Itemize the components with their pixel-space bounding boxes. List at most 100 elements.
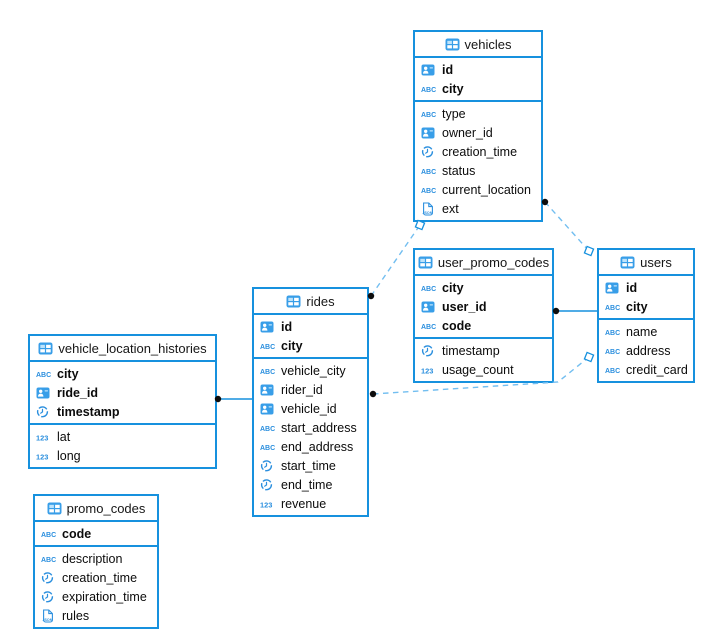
field-row[interactable]: ABC city (415, 79, 541, 98)
field-row[interactable]: creation_time (35, 568, 157, 587)
table-header[interactable]: promo_codes (35, 496, 157, 522)
field-label: description (62, 551, 123, 566)
string-abc-icon: ABC (605, 302, 622, 312)
field-label: city (57, 366, 79, 381)
field-row[interactable]: ride_id (30, 383, 215, 402)
field-row[interactable]: id (254, 317, 367, 336)
string-abc-icon: ABC (421, 283, 438, 293)
string-abc-icon: ABC (421, 185, 438, 195)
field-label: rules (62, 608, 90, 623)
table-title: rides (306, 293, 335, 309)
string-abc-icon: ABC (41, 529, 58, 539)
field-row[interactable]: creation_time (415, 142, 541, 161)
field-row[interactable]: rider_id (254, 380, 367, 399)
svg-text:ABC: ABC (605, 305, 620, 312)
timestamp-clock-icon (41, 590, 58, 603)
field-row[interactable]: id (599, 278, 693, 297)
field-label: owner_id (442, 125, 493, 140)
field-row[interactable]: ABC city (415, 278, 552, 297)
field-label: type (442, 106, 466, 121)
field-row[interactable]: owner_id (415, 123, 541, 142)
table-title: user_promo_codes (437, 254, 550, 270)
field-label: city (442, 280, 464, 295)
table-header[interactable]: user_promo_codes (415, 250, 552, 276)
table-header[interactable]: vehicle_location_histories (30, 336, 215, 362)
field-row[interactable]: vehicle_id (254, 399, 367, 418)
field-label: timestamp (57, 404, 120, 419)
table-header[interactable]: rides (254, 289, 367, 315)
field-row[interactable]: end_time (254, 475, 367, 494)
svg-text:ABC: ABC (421, 286, 436, 293)
svg-text:ABC: ABC (41, 557, 56, 564)
string-abc-icon: ABC (41, 554, 58, 564)
field-label: long (57, 448, 81, 463)
json-document-icon: JSON (41, 608, 58, 623)
field-label: credit_card (626, 362, 688, 377)
field-label: id (626, 280, 638, 295)
field-row[interactable]: ABC start_address (254, 418, 367, 437)
svg-text:ABC: ABC (421, 188, 436, 195)
field-row[interactable]: timestamp (30, 402, 215, 421)
table-header[interactable]: users (599, 250, 693, 276)
timestamp-clock-icon (421, 145, 438, 158)
table-header[interactable]: vehicles (415, 32, 541, 58)
field-label: vehicle_id (281, 401, 337, 416)
field-label: lat (57, 429, 71, 444)
timestamp-clock-icon (260, 478, 277, 491)
field-label: name (626, 324, 658, 339)
field-row[interactable]: id (415, 60, 541, 79)
field-row[interactable]: ABC description (35, 549, 157, 568)
field-row[interactable]: JSON rules (35, 606, 157, 625)
field-label: start_address (281, 420, 357, 435)
field-label: ride_id (57, 385, 98, 400)
id-badge-icon (605, 282, 622, 294)
field-label: city (442, 81, 464, 96)
svg-text:ABC: ABC (605, 349, 620, 356)
string-abc-icon: ABC (421, 84, 438, 94)
field-label: id (442, 62, 454, 77)
svg-text:123: 123 (260, 500, 272, 509)
timestamp-clock-icon (260, 459, 277, 472)
field-label: id (281, 319, 293, 334)
field-row[interactable]: user_id (415, 297, 552, 316)
field-row[interactable]: ABC name (599, 322, 693, 341)
field-label: status (442, 163, 476, 178)
field-row[interactable]: timestamp (415, 341, 552, 360)
table-title: promo_codes (66, 500, 146, 516)
field-row[interactable]: start_time (254, 456, 367, 475)
string-abc-icon: ABC (421, 321, 438, 331)
svg-text:ABC: ABC (260, 369, 275, 376)
field-label: start_time (281, 458, 336, 473)
string-abc-icon: ABC (605, 346, 622, 356)
svg-text:ABC: ABC (605, 330, 620, 337)
field-row[interactable]: expiration_time (35, 587, 157, 606)
svg-text:ABC: ABC (260, 426, 275, 433)
